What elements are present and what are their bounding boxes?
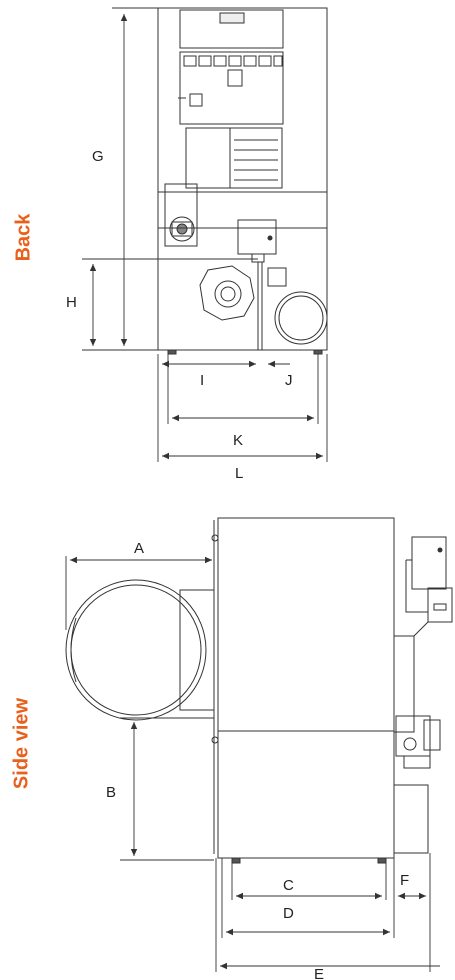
label-h: H <box>66 294 77 311</box>
side-burner-fan <box>403 737 417 751</box>
back-burner-flange <box>199 265 255 321</box>
back-plate <box>267 267 287 287</box>
label-e: E <box>314 966 324 980</box>
side-control-box <box>411 536 447 590</box>
side-foot-rear <box>377 857 387 864</box>
back-cabinet-outline <box>157 7 328 351</box>
side-cabinet-outline <box>217 517 395 859</box>
side-terminal-box <box>427 587 453 623</box>
back-hatch-handle <box>219 12 245 24</box>
back-foot-right <box>313 349 323 355</box>
back-dimensions <box>82 7 328 462</box>
back-cable-gland <box>251 253 265 263</box>
label-j: J <box>285 372 293 389</box>
back-auger-channel <box>185 127 283 189</box>
side-foot-front <box>231 857 241 864</box>
label-g: G <box>92 148 104 165</box>
side-flue-lip <box>70 617 77 683</box>
label-i: I <box>200 372 204 389</box>
label-k: K <box>233 432 243 449</box>
label-l: L <box>235 465 243 482</box>
back-terminal-row <box>183 55 283 67</box>
back-motor <box>169 216 195 242</box>
side-dimensions <box>65 556 440 972</box>
back-flue-outlet <box>274 291 328 345</box>
label-c: C <box>283 877 294 894</box>
back-top-hatch <box>179 9 284 49</box>
side-flue-spigot <box>179 589 215 711</box>
back-control-module <box>227 69 243 87</box>
back-control-box <box>179 51 284 125</box>
back-burner-port <box>214 280 242 308</box>
label-a: A <box>134 540 144 557</box>
side-view <box>65 517 453 864</box>
side-rear-duct <box>393 635 415 733</box>
side-flue-outlet <box>65 579 207 721</box>
dimension-labels: G H I J K L A B C D F E <box>66 148 409 980</box>
label-b: B <box>106 784 116 801</box>
label-d: D <box>283 905 294 922</box>
side-ash-tube <box>393 784 429 854</box>
back-motor-housing <box>164 183 198 247</box>
back-switch <box>189 93 203 107</box>
side-burner-base <box>403 755 431 769</box>
label-f: F <box>400 872 409 889</box>
back-foot-left <box>167 349 177 355</box>
back-view <box>157 7 328 355</box>
